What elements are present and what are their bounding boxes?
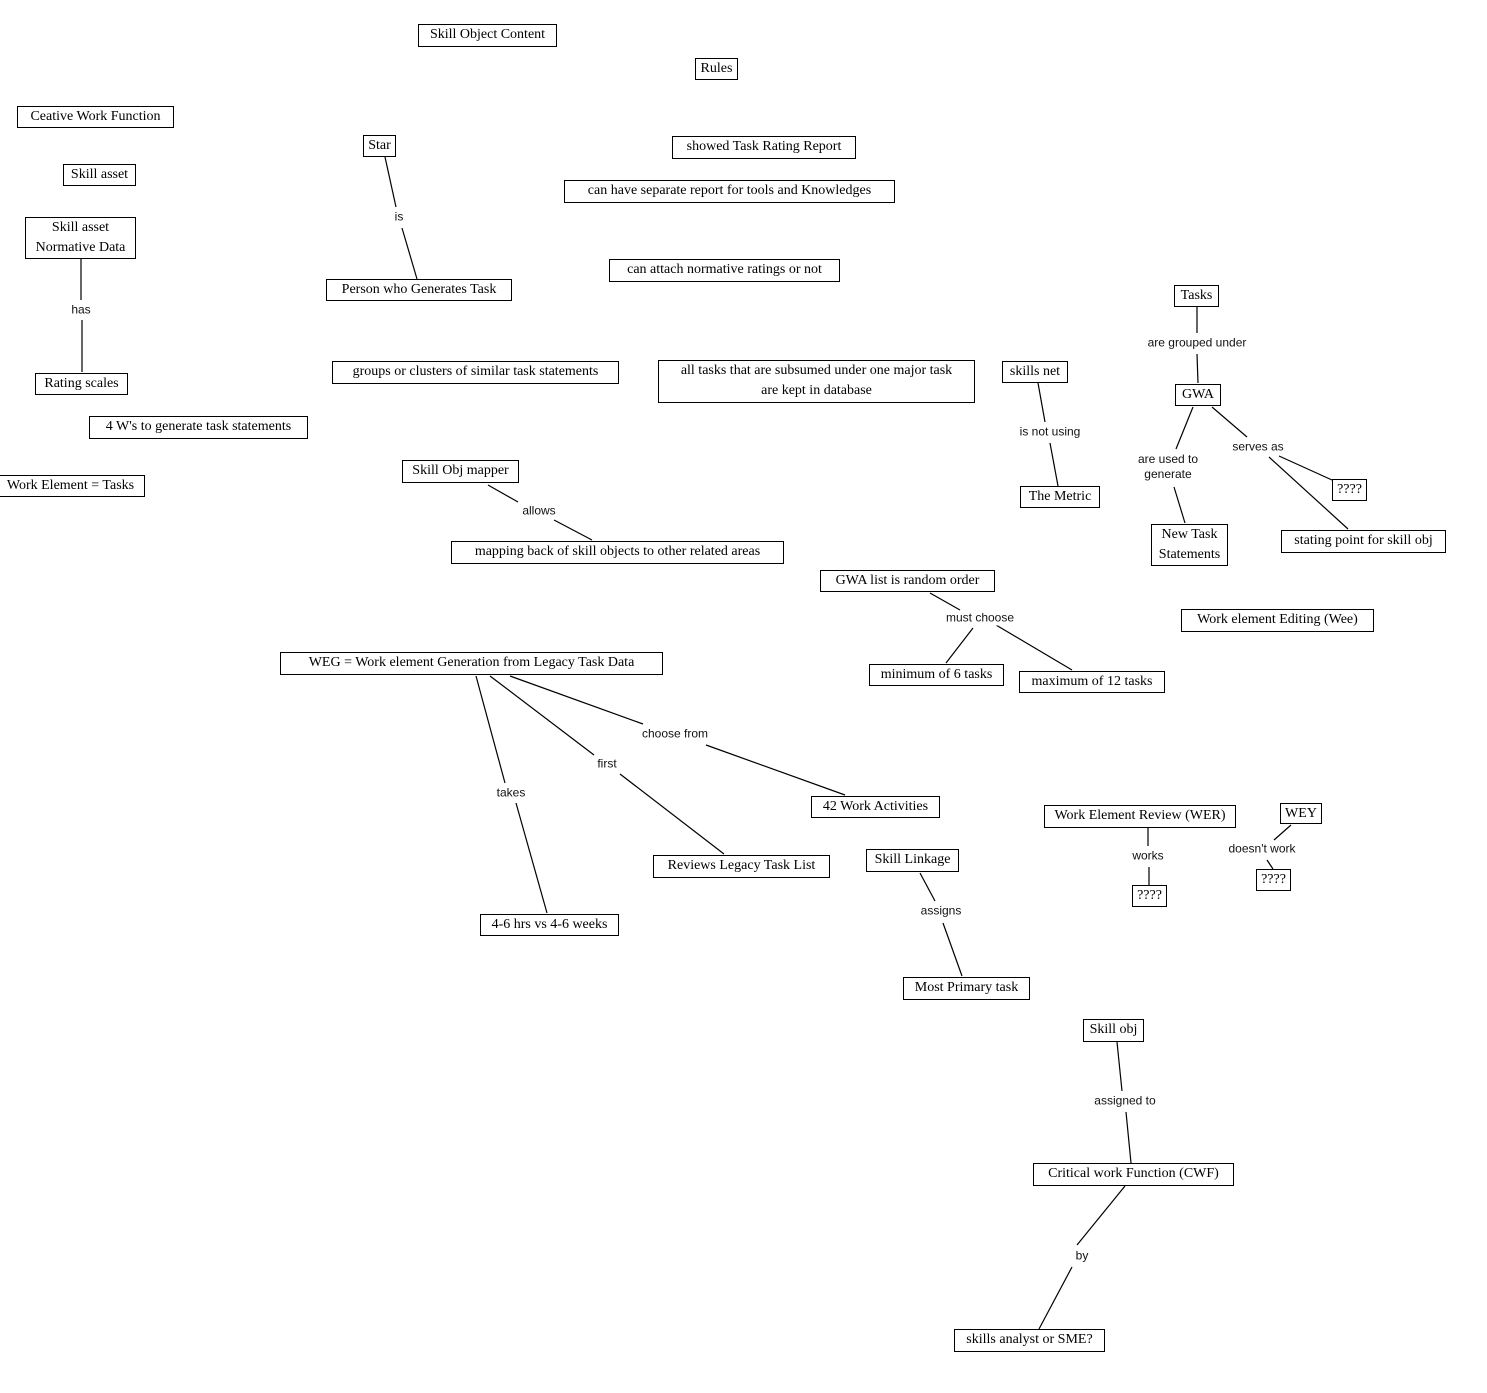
node-skill-linkage[interactable]: Skill Linkage <box>866 849 959 872</box>
node-gwa[interactable]: GWA <box>1175 384 1221 406</box>
node-star[interactable]: Star <box>363 135 396 157</box>
node-work-element-tasks[interactable]: Work Element = Tasks <box>0 475 145 497</box>
node-separate-report[interactable]: can have separate report for tools and K… <box>564 180 895 203</box>
node-wey[interactable]: WEY <box>1280 803 1322 824</box>
node-skill-asset[interactable]: Skill asset <box>63 164 136 186</box>
link-label-is: is <box>394 209 404 225</box>
link-label-allows: allows <box>522 503 556 519</box>
link-label-assigned-to: assigned to <box>1094 1093 1156 1109</box>
node-line: Statements <box>1158 547 1221 562</box>
node-line: Skill asset <box>51 220 110 235</box>
node-tasks[interactable]: Tasks <box>1174 285 1219 307</box>
node-line: Normative Data <box>35 240 126 255</box>
node-the-metric[interactable]: The Metric <box>1020 486 1100 508</box>
node-weg[interactable]: WEG = Work element Generation from Legac… <box>280 652 663 675</box>
node-unknown-1[interactable]: ???? <box>1332 479 1367 501</box>
link-label-choose-from: choose from <box>641 726 709 742</box>
node-wer[interactable]: Work Element Review (WER) <box>1044 805 1236 828</box>
node-line: are kept in database <box>761 383 872 398</box>
node-ceative-work-function[interactable]: Ceative Work Function <box>17 106 174 128</box>
link-label-must-choose: must choose <box>945 610 1015 626</box>
node-rules[interactable]: Rules <box>695 58 738 80</box>
link-label-has: has <box>71 302 91 318</box>
link-label-works: works <box>1132 848 1164 864</box>
link-label-doesnt-work: doesn't work <box>1228 841 1296 857</box>
node-line: New Task <box>1161 527 1218 542</box>
node-line: all tasks that are subsumed under one ma… <box>680 363 953 378</box>
link-label-are-grouped-under: are grouped under <box>1147 335 1247 351</box>
node-skills-net[interactable]: skills net <box>1002 361 1068 383</box>
node-groups-clusters[interactable]: groups or clusters of similar task state… <box>332 361 619 384</box>
node-gwa-list-random[interactable]: GWA list is random order <box>820 570 995 592</box>
node-skills-analyst[interactable]: skills analyst or SME? <box>954 1329 1105 1352</box>
node-maximum-12[interactable]: maximum of 12 tasks <box>1019 671 1165 693</box>
node-stating-point[interactable]: stating point for skill obj <box>1281 530 1446 553</box>
link-label-takes: takes <box>496 785 526 801</box>
node-rating-scales[interactable]: Rating scales <box>35 373 128 395</box>
link-label-first: first <box>597 756 617 772</box>
link-label-assigns: assigns <box>920 903 962 919</box>
node-cwf[interactable]: Critical work Function (CWF) <box>1033 1163 1234 1186</box>
link-label-line: are used to <box>1137 452 1199 466</box>
link-label-by: by <box>1075 1248 1089 1264</box>
node-skill-obj[interactable]: Skill obj <box>1083 1019 1144 1042</box>
node-mapping-back[interactable]: mapping back of skill objects to other r… <box>451 541 784 564</box>
node-person-generates-task[interactable]: Person who Generates Task <box>326 279 512 301</box>
node-skill-obj-mapper[interactable]: Skill Obj mapper <box>402 460 519 483</box>
node-showed-task-rating-report[interactable]: showed Task Rating Report <box>672 136 856 159</box>
node-unknown-2[interactable]: ???? <box>1132 885 1167 907</box>
node-four-ws[interactable]: 4 W's to generate task statements <box>89 416 308 439</box>
node-wee[interactable]: Work element Editing (Wee) <box>1181 609 1374 632</box>
node-unknown-3[interactable]: ???? <box>1256 869 1291 891</box>
node-skill-object-content[interactable]: Skill Object Content <box>418 24 557 47</box>
link-label-serves-as: serves as <box>1232 439 1284 455</box>
node-42-work-activities[interactable]: 42 Work Activities <box>811 796 940 818</box>
node-minimum-6[interactable]: minimum of 6 tasks <box>869 664 1004 686</box>
link-label-line: generate <box>1144 467 1192 481</box>
node-attach-normative[interactable]: can attach normative ratings or not <box>609 259 840 282</box>
node-all-tasks-subsumed[interactable]: all tasks that are subsumed under one ma… <box>658 360 975 403</box>
link-label-is-not-using: is not using <box>1019 424 1081 440</box>
node-hrs-weeks[interactable]: 4-6 hrs vs 4-6 weeks <box>480 914 619 936</box>
node-most-primary-task[interactable]: Most Primary task <box>903 977 1030 1000</box>
node-reviews-legacy[interactable]: Reviews Legacy Task List <box>653 855 830 878</box>
